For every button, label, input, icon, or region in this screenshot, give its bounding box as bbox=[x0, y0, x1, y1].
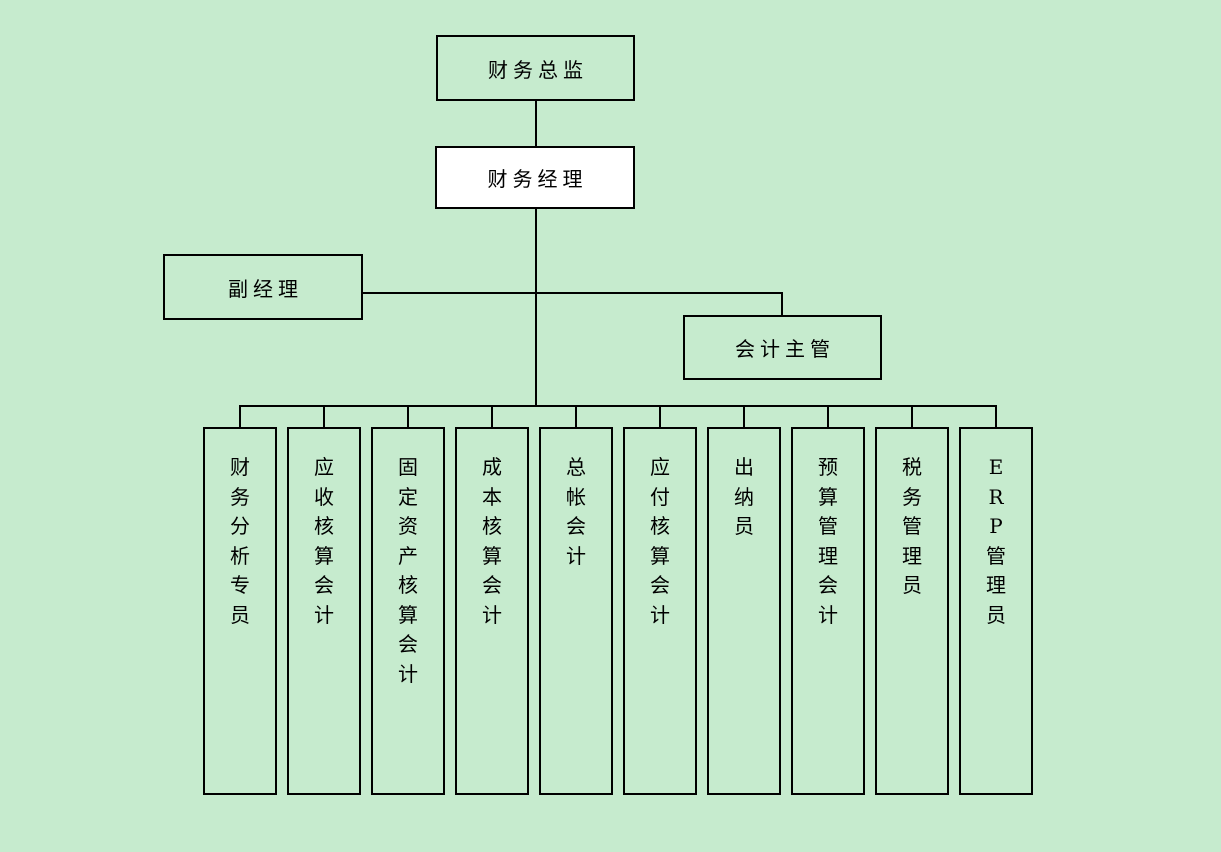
org-node-tax-administrator: 税 务 管 理 员 bbox=[875, 427, 949, 795]
connector-staff-stub bbox=[239, 405, 241, 428]
org-node-label: 财务经理 bbox=[487, 167, 588, 191]
connector-supervisor-stub bbox=[781, 292, 783, 316]
org-node-finance-manager: 财务经理 bbox=[435, 146, 635, 209]
org-node-fixed-assets-accountant: 固 定 资 产 核 算 会 计 bbox=[371, 427, 445, 795]
connector-staff-stub bbox=[575, 405, 577, 428]
org-node-label: E R P 管 理 员 bbox=[986, 455, 1006, 627]
org-node-label: 固 定 资 产 核 算 会 计 bbox=[398, 455, 418, 686]
org-node-label: 副经理 bbox=[228, 276, 303, 301]
org-node-label: 税 务 管 理 员 bbox=[902, 455, 922, 597]
org-node-accounts-receivable-accountant: 应 收 核 算 会 计 bbox=[287, 427, 361, 795]
org-node-label: 出 纳 员 bbox=[734, 455, 754, 538]
org-node-budget-management-accountant: 预 算 管 理 会 计 bbox=[791, 427, 865, 795]
org-node-label: 财 务 分 析 专 员 bbox=[230, 455, 250, 627]
org-node-accounts-payable-accountant: 应 付 核 算 会 计 bbox=[623, 427, 697, 795]
org-node-label: 成 本 核 算 会 计 bbox=[482, 455, 502, 627]
connector-staff-stub bbox=[827, 405, 829, 428]
connector-staff-stub bbox=[911, 405, 913, 428]
org-node-financial-analysis-specialist: 财 务 分 析 专 员 bbox=[203, 427, 277, 795]
connector-staff-stub bbox=[323, 405, 325, 428]
org-node-accounting-supervisor: 会计主管 bbox=[683, 315, 882, 380]
org-node-cost-accountant: 成 本 核 算 会 计 bbox=[455, 427, 529, 795]
connector-director-to-manager bbox=[535, 101, 537, 147]
org-node-deputy-manager: 副经理 bbox=[163, 254, 363, 320]
org-node-erp-administrator: E R P 管 理 员 bbox=[959, 427, 1033, 795]
connector-staff-stub bbox=[995, 405, 997, 428]
org-node-label: 应 收 核 算 会 计 bbox=[314, 455, 334, 627]
connector-staff-distribution bbox=[239, 405, 997, 407]
org-node-label: 预 算 管 理 会 计 bbox=[818, 455, 838, 627]
org-node-label: 总 帐 会 计 bbox=[566, 455, 586, 568]
org-node-label: 财务总监 bbox=[488, 57, 588, 82]
connector-staff-stub bbox=[491, 405, 493, 428]
org-node-general-ledger-accountant: 总 帐 会 计 bbox=[539, 427, 613, 795]
connector-staff-stub bbox=[743, 405, 745, 428]
org-node-label: 会计主管 bbox=[735, 337, 835, 361]
connector-staff-stub bbox=[407, 405, 409, 428]
connector-deputy-branch bbox=[363, 292, 783, 294]
connector-manager-trunk bbox=[535, 209, 537, 407]
connector-staff-stub bbox=[659, 405, 661, 428]
org-node-finance-director: 财务总监 bbox=[436, 35, 635, 101]
org-node-cashier: 出 纳 员 bbox=[707, 427, 781, 795]
org-node-label: 应 付 核 算 会 计 bbox=[650, 455, 670, 627]
